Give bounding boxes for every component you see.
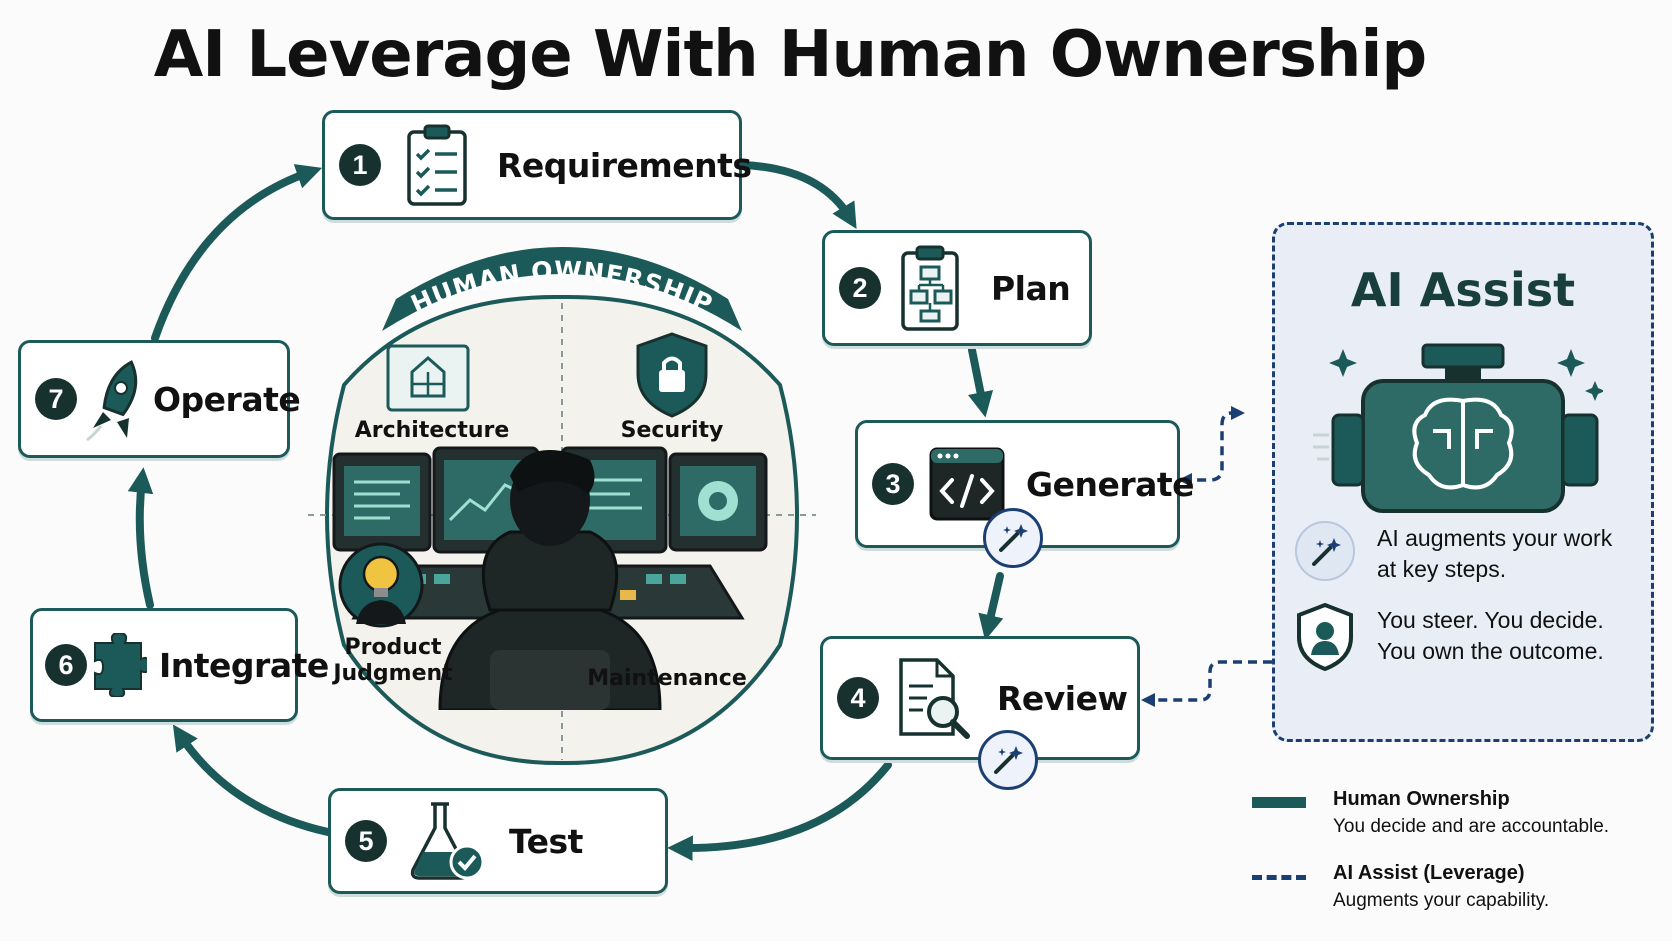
magic-wand-icon <box>1312 538 1341 566</box>
step-number: 3 <box>872 463 914 505</box>
step-label: Operate <box>153 379 301 419</box>
step-label: Integrate <box>159 645 329 685</box>
legend-ai-desc: Augments your capability. <box>1333 890 1550 911</box>
control-console-icon <box>332 446 768 710</box>
area-maintenance: Maintenance <box>587 666 747 691</box>
code-window-icon <box>929 447 1005 521</box>
page-title: AI Leverage With Human Ownership <box>153 18 1427 92</box>
magic-wand-badge-generate <box>983 508 1043 568</box>
step-number: 4 <box>837 677 879 719</box>
step-label: Plan <box>991 268 1071 308</box>
lightbulb-head-icon <box>338 542 424 628</box>
area-product-judgment: Product Judgment <box>333 635 453 687</box>
human-ownership-banner: HUMAN OWNERSHIP <box>382 247 742 331</box>
step-number: 7 <box>35 378 77 420</box>
clipboard-flowchart-icon <box>901 245 959 331</box>
area-security: Security <box>620 418 724 443</box>
shield-lock-icon <box>636 332 708 418</box>
arrow-7-to-1 <box>151 164 323 342</box>
legend-ai-title: AI Assist (Leverage) <box>1333 862 1525 884</box>
legend-human-desc: You decide and are accountable. <box>1333 816 1610 837</box>
area-architecture: Architecture <box>354 418 510 443</box>
step-label: Generate <box>1026 464 1195 504</box>
step-number: 2 <box>839 267 881 309</box>
magic-wand-icon <box>994 746 1023 774</box>
arrow-5-to-6 <box>172 724 332 836</box>
step-review[interactable]: 4 Review <box>820 636 1140 760</box>
blueprint-icon <box>386 344 470 412</box>
arrow-3-to-4 <box>978 572 1004 641</box>
step-label: Review <box>997 678 1128 718</box>
step-integrate[interactable]: 6 Integrate <box>30 608 329 722</box>
step-label: Requirements <box>497 145 752 185</box>
legend-human-title: Human Ownership <box>1333 788 1510 810</box>
puzzle-piece-icon <box>94 633 147 697</box>
arrow-1-to-2 <box>738 161 857 229</box>
ai-assist-title: AI Assist <box>1350 263 1576 317</box>
step-label: Test <box>509 821 583 861</box>
svg-text:HUMAN OWNERSHIP: HUMAN OWNERSHIP <box>407 256 718 319</box>
ai-engine-brain-icon <box>1313 343 1603 513</box>
step-requirements[interactable]: 1 Requirements <box>322 110 752 220</box>
ai-item-steer-text: You steer. You decide. You own the outco… <box>1377 607 1604 665</box>
arrow-2-to-3 <box>967 346 994 418</box>
step-test[interactable]: 5 Test <box>328 788 668 894</box>
ai-assist-panel: AI Assist AI augme <box>1272 222 1654 742</box>
ai-link-review <box>1141 660 1272 707</box>
clipboard-checklist-icon <box>407 124 467 206</box>
ai-item-augment-icon-wrap <box>1295 521 1355 581</box>
document-search-icon <box>899 658 970 739</box>
step-number: 1 <box>339 144 381 186</box>
arrow-4-to-5 <box>667 761 892 861</box>
arrow-6-to-7 <box>127 467 154 609</box>
legend-swatch-solid <box>1252 797 1306 808</box>
step-plan[interactable]: 2 Plan <box>822 230 1092 346</box>
step-number: 6 <box>45 644 87 686</box>
legend-swatch-dashed <box>1252 875 1306 880</box>
magic-wand-icon <box>999 524 1028 552</box>
ai-link-generate <box>1178 406 1245 487</box>
rocket-icon <box>86 360 138 442</box>
step-number: 5 <box>345 820 387 862</box>
ai-item-augment-text: AI augments your work at key steps. <box>1377 525 1613 583</box>
flask-check-icon <box>410 802 485 880</box>
human-ownership-banner-text: HUMAN OWNERSHIP <box>407 256 717 319</box>
step-operate[interactable]: 7 Operate <box>18 340 301 458</box>
magic-wand-badge-review <box>978 730 1038 790</box>
shield-user-icon <box>1297 602 1353 671</box>
